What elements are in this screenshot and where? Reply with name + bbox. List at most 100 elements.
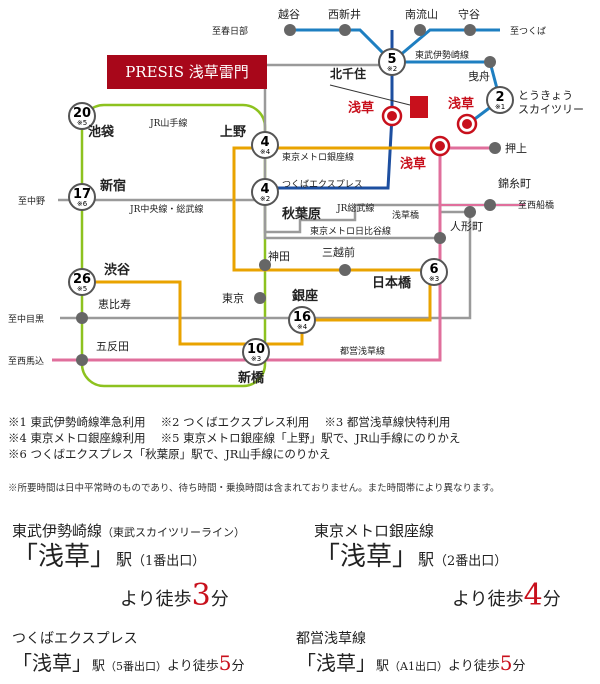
access-line: つくばエクスプレス <box>12 631 138 647</box>
access-station: 「浅草」 <box>296 651 376 675</box>
time-badge-shimbashi: 10※3 <box>242 338 270 366</box>
footnotes: ※1 東武伊勢崎線準急利用 ※2 つくばエクスプレス利用 ※3 都営浅草線快特利… <box>8 414 598 462</box>
access-eki: 駅 <box>92 659 106 674</box>
access-station: 「浅草」 <box>12 651 92 675</box>
label-shinjuku: 新宿 <box>100 178 126 194</box>
station-dot <box>76 312 88 324</box>
label-mitsukoshimae: 三越前 <box>322 245 355 259</box>
access-yori: より徒歩 <box>120 589 192 610</box>
access-ginza: 東京メトロ銀座線 「浅草」駅（2番出口） より徒歩4分 <box>314 520 561 613</box>
asakusa-stations <box>381 105 478 157</box>
access-min: 3 <box>191 578 211 613</box>
time-badge-minutes: 20 <box>73 106 91 121</box>
disclaimer: ※所要時間は日中平常時のものであり、待ち時間・乗換時間は含まれておりません。また… <box>8 483 500 494</box>
yamanote-line <box>80 103 267 388</box>
label-asakusa-line: 都営浅草線 <box>340 345 385 357</box>
route-map: PRESIS 浅草雷門 5※22※120※54※417※64※26※326※51… <box>8 7 584 388</box>
station-dot <box>484 199 496 211</box>
label-ikebukuro: 池袋 <box>88 124 115 140</box>
access-station: 「浅草」 <box>12 542 117 572</box>
label-skytree-1: とうきょう <box>518 89 573 102</box>
label-ginza-line: 東京メトロ銀座線 <box>282 151 354 163</box>
time-badge-minutes: 4 <box>260 182 269 197</box>
callout-line <box>329 84 411 106</box>
isesaki-branch <box>392 60 502 126</box>
time-badge-minutes: 2 <box>495 90 504 105</box>
label-akihabara: 秋葉原 <box>282 206 321 222</box>
station-dot <box>76 354 88 366</box>
logo-text: PRESIS 浅草雷門 <box>125 63 249 81</box>
time-badge-shinjuku: 17※6 <box>68 183 96 211</box>
station-dot <box>484 56 496 68</box>
label-tx-line: つくばエクスプレス <box>282 179 363 190</box>
time-badge-minutes: 17 <box>73 187 91 202</box>
access-yori: より徒歩 <box>167 659 219 674</box>
station-dot <box>489 142 501 154</box>
label-asakusa-subway: 浅草 <box>400 156 426 172</box>
access-fun: 分 <box>542 589 561 610</box>
time-badge-shibuya: 26※5 <box>68 268 96 296</box>
label-asakusa-tobu: 浅草 <box>448 96 474 112</box>
note-line: ※4 東京メトロ銀座線利用 ※5 東京メトロ銀座線「上野」駅で、JR山手線にのり… <box>8 431 461 445</box>
time-badge-mark: ※1 <box>495 103 505 111</box>
time-badge-mark: ※2 <box>260 195 270 203</box>
time-badge-mark: ※3 <box>429 275 439 283</box>
label-tokyo: 東京 <box>222 291 244 305</box>
access-eki: 駅 <box>116 550 133 569</box>
label-ueno: 上野 <box>220 125 246 140</box>
access-yori: より徒歩 <box>447 659 500 674</box>
label-shimbashi: 新橋 <box>238 370 265 386</box>
access-min: 5 <box>218 651 232 675</box>
label-koshigaya: 越谷 <box>278 7 300 21</box>
label-tsukuba: 至つくば <box>510 26 546 37</box>
label-gotanda: 五反田 <box>96 340 129 353</box>
property-marker <box>410 96 428 118</box>
label-asakusabashi: 浅草橋 <box>392 209 419 221</box>
time-badge-ikebukuro: 20※5 <box>68 102 96 130</box>
access-exit: （1番出口） <box>132 554 206 569</box>
time-badge-minutes: 16 <box>293 310 311 325</box>
time-badge-ueno: 4※4 <box>251 131 279 159</box>
label-nakano: 至中野 <box>18 195 45 207</box>
label-nishiarai: 西新井 <box>328 7 361 21</box>
ginza-line <box>86 146 432 346</box>
access-exit: （A1出口） <box>389 660 448 673</box>
access-line: 東京メトロ銀座線 <box>314 522 435 540</box>
label-funabashi: 至西船橋 <box>518 199 554 211</box>
label-nishimagome: 至西馬込 <box>8 356 44 367</box>
station-dot <box>464 24 476 36</box>
label-shibuya: 渋谷 <box>104 262 131 278</box>
time-badge-mark: ※5 <box>77 285 87 293</box>
label-kinshicho: 錦糸町 <box>498 176 531 190</box>
time-badge-minutes: 10 <box>247 342 265 357</box>
time-badge-mark: ※4 <box>297 323 308 331</box>
station-dot <box>284 24 296 36</box>
access-eki: 駅 <box>418 550 435 569</box>
access-fun: 分 <box>512 659 526 674</box>
time-badge-skytree: 2※1 <box>486 86 514 114</box>
access-eki: 駅 <box>376 659 390 674</box>
time-badge-mark: ※4 <box>260 148 271 156</box>
label-hikifune: 曳舟 <box>468 69 490 83</box>
station-dot <box>434 232 446 244</box>
time-badge-akihabara: 4※2 <box>251 178 279 206</box>
label-yamanote: JR山手線 <box>149 117 187 129</box>
time-badge-minutes: 4 <box>260 135 269 150</box>
station-dot <box>414 24 426 36</box>
label-ningyocho: 人形町 <box>450 220 483 233</box>
time-badge-mark: ※3 <box>251 355 261 363</box>
label-moriya: 守谷 <box>458 7 480 21</box>
time-badge-nihonbashi: 6※3 <box>420 258 448 286</box>
access-fun: 分 <box>231 659 245 674</box>
label-kanda: 神田 <box>268 249 290 263</box>
access-exit: （2番出口） <box>434 554 508 569</box>
label-hibiya: 東京メトロ日比谷線 <box>310 225 391 237</box>
time-badge-minutes: 26 <box>73 272 91 287</box>
access-yori: より徒歩 <box>452 589 524 610</box>
note-line: ※1 東武伊勢崎線準急利用 ※2 つくばエクスプレス利用 ※3 都営浅草線快特利… <box>8 415 451 429</box>
time-badge-minutes: 5 <box>387 52 396 67</box>
station-dot <box>339 24 351 36</box>
label-oshiage: 押上 <box>505 141 527 155</box>
station-dot <box>464 206 476 218</box>
time-badge-mark: ※5 <box>77 119 87 127</box>
